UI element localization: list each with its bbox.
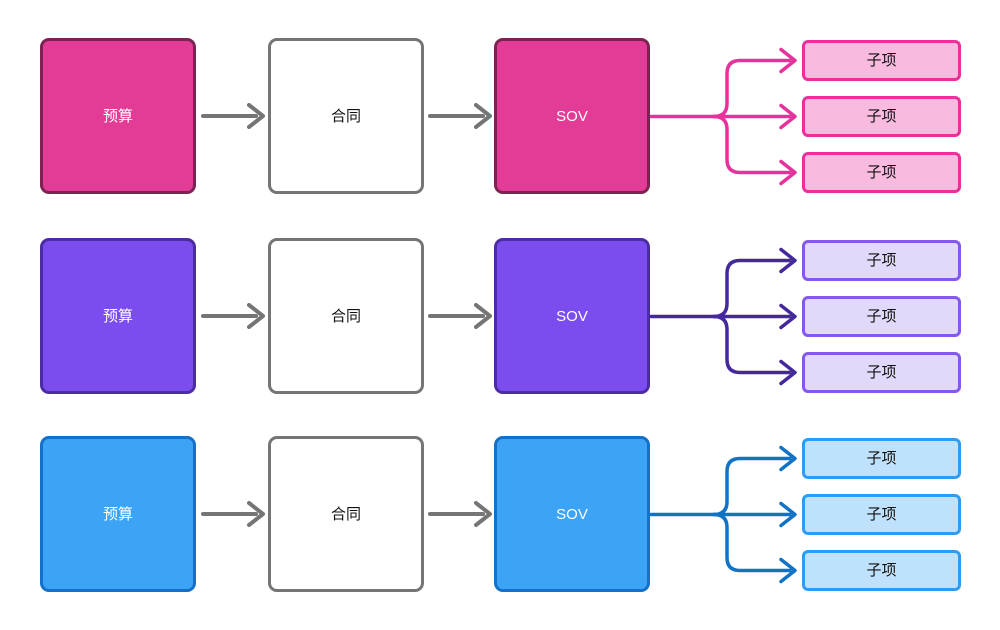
sov-node: SOV bbox=[494, 238, 650, 394]
sub-item-label: 子项 bbox=[866, 506, 897, 523]
sub-item-label: 子项 bbox=[866, 108, 897, 125]
budget-label: 预算 bbox=[102, 505, 133, 523]
sub-item-node: 子项 bbox=[802, 352, 961, 393]
fanout-connector-icon bbox=[650, 47, 797, 186]
arrow-right-icon bbox=[428, 103, 492, 129]
flow-row-pink: 预算 合同 SOV 子项 子项 bbox=[0, 38, 1000, 194]
sub-item-label: 子项 bbox=[866, 164, 897, 181]
arrow-right-icon bbox=[201, 303, 265, 329]
arrow-right-icon bbox=[428, 501, 492, 527]
sub-item-node: 子项 bbox=[802, 240, 961, 281]
contract-node: 合同 bbox=[268, 436, 424, 592]
sub-item-label: 子项 bbox=[866, 52, 897, 69]
sub-item-label: 子项 bbox=[866, 450, 897, 467]
budget-node: 预算 bbox=[40, 436, 196, 592]
sub-item-node: 子项 bbox=[802, 550, 961, 591]
sub-item-node: 子项 bbox=[802, 152, 961, 193]
budget-label: 预算 bbox=[102, 107, 133, 125]
contract-node: 合同 bbox=[268, 238, 424, 394]
sov-node: SOV bbox=[494, 38, 650, 194]
sub-item-node: 子项 bbox=[802, 96, 961, 137]
budget-node: 预算 bbox=[40, 238, 196, 394]
budget-node: 预算 bbox=[40, 38, 196, 194]
fanout-connector-icon bbox=[650, 445, 797, 584]
contract-label: 合同 bbox=[330, 505, 361, 523]
sov-label: SOV bbox=[556, 107, 588, 125]
budget-label: 预算 bbox=[102, 307, 133, 325]
sub-item-label: 子项 bbox=[866, 252, 897, 269]
sub-item-node: 子项 bbox=[802, 438, 961, 479]
sub-item-node: 子项 bbox=[802, 494, 961, 535]
arrow-right-icon bbox=[428, 303, 492, 329]
contract-label: 合同 bbox=[330, 107, 361, 125]
sub-item-node: 子项 bbox=[802, 40, 961, 81]
arrow-right-icon bbox=[201, 501, 265, 527]
flow-row-purple: 预算 合同 SOV 子项 子项 bbox=[0, 238, 1000, 394]
contract-label: 合同 bbox=[330, 307, 361, 325]
sub-item-label: 子项 bbox=[866, 562, 897, 579]
sov-label: SOV bbox=[556, 307, 588, 325]
sov-label: SOV bbox=[556, 505, 588, 523]
sub-item-node: 子项 bbox=[802, 296, 961, 337]
flow-row-blue: 预算 合同 SOV 子项 子项 bbox=[0, 436, 1000, 592]
sub-item-label: 子项 bbox=[866, 308, 897, 325]
sov-node: SOV bbox=[494, 436, 650, 592]
fanout-connector-icon bbox=[650, 247, 797, 386]
sub-item-label: 子项 bbox=[866, 364, 897, 381]
contract-node: 合同 bbox=[268, 38, 424, 194]
arrow-right-icon bbox=[201, 103, 265, 129]
